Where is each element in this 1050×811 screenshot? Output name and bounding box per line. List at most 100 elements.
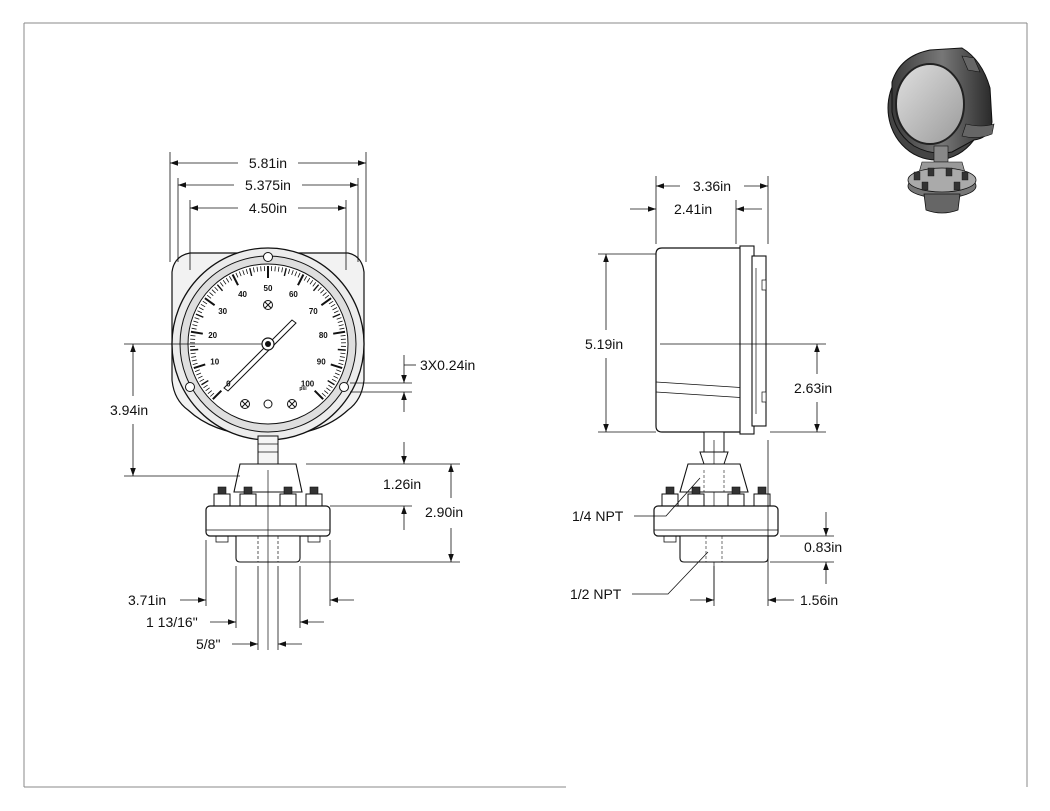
gauge-tick bbox=[196, 372, 202, 376]
gauge-tick bbox=[193, 363, 206, 370]
gauge-tick bbox=[210, 392, 215, 397]
gauge-tick bbox=[190, 330, 203, 335]
dim-stem-center: 2.63in bbox=[794, 380, 832, 396]
gauge-tick bbox=[229, 276, 233, 281]
gauge-tick bbox=[222, 279, 227, 285]
gauge-tick bbox=[336, 369, 342, 372]
gauge-tick bbox=[340, 352, 346, 355]
bolt-stud bbox=[243, 486, 253, 495]
dimension-labels: 5.81in 5.375in 4.50in 3.94in 3X0.24in 1.… bbox=[110, 155, 842, 652]
front-view bbox=[171, 247, 365, 650]
gauge-tick bbox=[194, 317, 200, 320]
gauge-tick bbox=[214, 286, 219, 292]
gauge-tick bbox=[206, 294, 212, 299]
side-flange bbox=[653, 505, 779, 537]
bolt-nut-lower bbox=[215, 535, 229, 543]
isometric-render bbox=[887, 47, 995, 214]
gauge-tick bbox=[323, 390, 329, 395]
gauge-tick bbox=[339, 327, 345, 330]
gauge-tick bbox=[238, 271, 242, 277]
dim-overall-width: 5.81in bbox=[249, 155, 287, 171]
gauge-tick bbox=[320, 289, 325, 294]
gauge-tick bbox=[334, 372, 340, 376]
gauge-tick bbox=[328, 384, 333, 389]
side-seal-upper bbox=[679, 463, 749, 493]
mount-hole-left bbox=[185, 382, 195, 392]
gauge-scale-label: 80 bbox=[319, 331, 328, 340]
gauge-tick bbox=[191, 327, 197, 330]
gauge-tick bbox=[333, 330, 346, 335]
gauge-tick bbox=[194, 369, 200, 372]
callout-upper-port: 1/4 NPT bbox=[572, 508, 624, 524]
mount-hole-right bbox=[339, 382, 349, 392]
dim-stem-width: 5/8" bbox=[196, 636, 220, 652]
gauge-tick bbox=[219, 282, 224, 287]
bolt-stud bbox=[217, 486, 227, 495]
gauge-tick bbox=[313, 389, 324, 400]
gauge-tick bbox=[205, 387, 210, 392]
gauge-tick bbox=[326, 387, 331, 392]
gauge-tick bbox=[209, 292, 214, 297]
gauge-scale-label: 10 bbox=[210, 357, 219, 366]
gauge-tick bbox=[256, 266, 259, 272]
gauge-case-side bbox=[655, 247, 749, 433]
gauge-tick bbox=[252, 267, 255, 273]
gauge-scale-label: 40 bbox=[238, 290, 247, 299]
screw-icon bbox=[263, 300, 273, 310]
dim-mount-holes: 3X0.24in bbox=[420, 357, 475, 373]
gauge-tick bbox=[297, 274, 305, 286]
gauge-tick bbox=[312, 282, 317, 287]
dim-bolt-circle: 5.375in bbox=[245, 177, 291, 193]
gauge-tick bbox=[337, 320, 343, 323]
gauge-scale-label: 30 bbox=[218, 307, 227, 316]
gauge-scale-label: 20 bbox=[208, 331, 217, 340]
mount-hole-top bbox=[263, 252, 273, 262]
dim-depth: 3.36in bbox=[693, 178, 731, 194]
gauge-tick bbox=[333, 375, 339, 379]
gauge-tick bbox=[291, 270, 294, 276]
gauge-tick bbox=[211, 289, 216, 294]
gauge-tick bbox=[287, 268, 291, 275]
gauge-tick bbox=[203, 384, 208, 389]
dial-hole bbox=[263, 399, 273, 409]
bolt-nut-lower bbox=[307, 535, 321, 543]
bolt-nut bbox=[279, 493, 297, 507]
bolt-nut bbox=[661, 493, 679, 507]
dim-seal-top: 1.26in bbox=[383, 476, 421, 492]
sheet-border bbox=[23, 22, 1028, 788]
gauge-tick bbox=[225, 277, 230, 283]
bolt-stud bbox=[665, 486, 675, 495]
gauge-tick bbox=[320, 297, 332, 307]
gauge-tick bbox=[191, 356, 197, 358]
gauge-tick bbox=[199, 378, 205, 382]
dim-case-height: 5.19in bbox=[585, 336, 623, 352]
bolt-stud bbox=[731, 486, 741, 495]
gauge-tick bbox=[212, 389, 223, 400]
bolt-nut bbox=[239, 493, 257, 507]
front-dimensions bbox=[124, 152, 460, 650]
gauge-tick bbox=[331, 378, 337, 382]
gauge-tick bbox=[249, 267, 253, 277]
gauge-tick bbox=[235, 272, 239, 278]
dim-flange-dia: 3.71in bbox=[128, 592, 166, 608]
gauge-tick bbox=[294, 271, 298, 277]
gauge-tick bbox=[190, 352, 196, 355]
gauge-tick bbox=[306, 277, 311, 283]
gauge-tick bbox=[195, 313, 204, 318]
gauge-tick bbox=[321, 392, 326, 397]
dim-body-width: 1 13/16" bbox=[146, 614, 198, 630]
side-dimensions bbox=[598, 176, 834, 606]
callout-lower-port: 1/2 NPT bbox=[570, 586, 622, 602]
bolt-nut bbox=[727, 493, 745, 507]
gauge-tick bbox=[322, 292, 327, 297]
isometric-lens bbox=[895, 63, 965, 145]
gauge-tick bbox=[337, 348, 346, 351]
gauge-tick bbox=[317, 286, 322, 292]
bolt-stud bbox=[757, 486, 767, 495]
gauge-tick bbox=[330, 303, 336, 308]
gauge-tick bbox=[277, 266, 280, 272]
gauge-tick bbox=[339, 356, 345, 358]
screw-icon bbox=[287, 399, 297, 409]
side-seal-lower bbox=[679, 535, 769, 563]
